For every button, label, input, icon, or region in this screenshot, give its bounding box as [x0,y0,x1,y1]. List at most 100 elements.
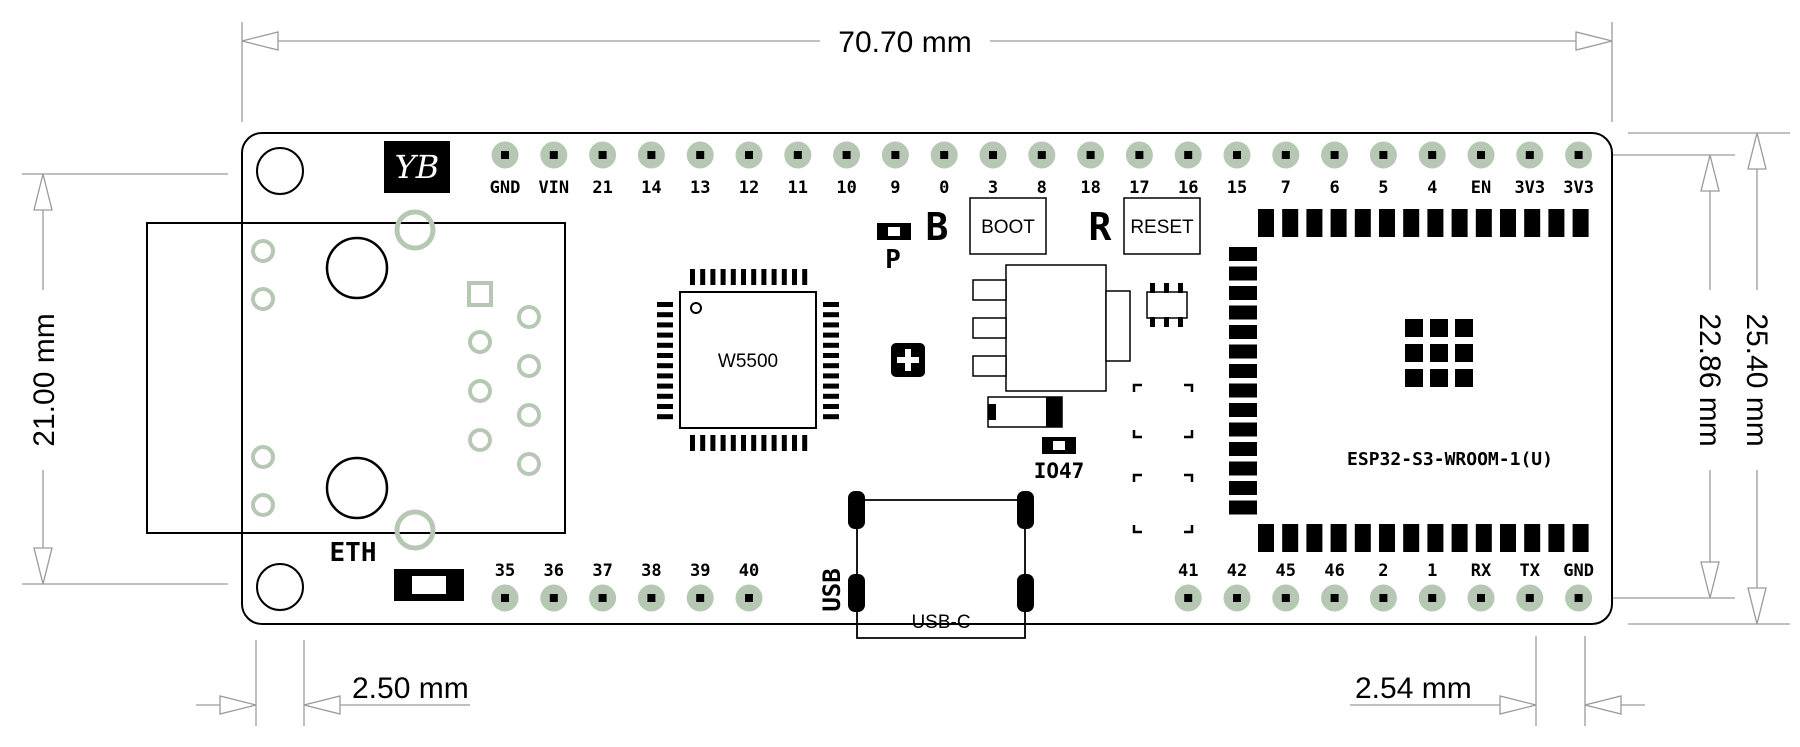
w5500-body [679,291,817,429]
top-pin-label: 18 [1080,178,1100,198]
top-pin: 3 [979,141,1007,198]
usbc-label: USB-C [911,612,970,633]
mounting-hole-bottom [256,563,304,611]
bottom-pin-label: 39 [690,561,710,581]
bottom-pin-label: 45 [1276,561,1296,581]
top-pin-label: 16 [1178,178,1198,198]
top-pin: 11 [784,141,812,198]
reset-button[interactable]: R RESET [1089,197,1201,255]
power-led: P [877,223,911,275]
pin-pitch-dimension: 2.54 mm [1350,636,1645,726]
power-led-label: P [885,245,901,275]
bottom-right-pin: RX [1467,561,1495,612]
top-pin-label: 0 [939,178,949,198]
voltage-regulator [972,264,1131,392]
top-pin: 14 [637,141,665,198]
bottom-pin-label: 38 [641,561,661,581]
bottom-pin-header: 35 36 37 38 39 40 41 42 45 46 2 1 RX TX GND [491,561,1594,612]
top-pin: 3V3 [1514,141,1545,198]
top-pin-label: 21 [592,178,612,198]
bottom-pin-label: 46 [1324,561,1344,581]
diode [987,396,1063,428]
top-pin-label: VIN [538,178,569,198]
bottom-pin-label: 36 [544,561,564,581]
bottom-right-pin: 2 [1369,561,1397,612]
reset-label: RESET [1130,217,1194,238]
top-pin-label: 7 [1281,178,1291,198]
pin-pitch-label: 2.54 mm [1355,672,1472,705]
bottom-right-pin: 45 [1272,561,1300,612]
top-pin-label: GND [490,178,521,198]
bottom-left-pin: 39 [686,561,714,612]
bottom-pin-label: GND [1563,561,1594,581]
bottom-pin-label: TX [1520,561,1541,581]
top-pin-label: 15 [1227,178,1247,198]
w5500-chip: W5500 [657,269,839,451]
width-dimension: 70.70 mm [241,22,1613,122]
bottom-right-pin: 42 [1223,561,1251,612]
outer-height-label: 25.40 mm [1740,313,1773,446]
ethernet-jack-outline [146,222,566,534]
bottom-pin-label: 35 [495,561,515,581]
eth-label: ETH [330,538,377,568]
top-pin: 17 [1125,141,1153,198]
top-pin-label: EN [1471,178,1491,198]
top-pin: 12 [735,141,763,198]
usb-c-connector: USB-C USB [818,491,1034,639]
top-pin: 5 [1369,141,1397,198]
w5500-label: W5500 [718,351,778,372]
top-pin: 7 [1272,141,1300,198]
bottom-right-pin: 46 [1321,561,1349,612]
bottom-pin-label: 40 [739,561,759,581]
top-pin: 21 [589,141,617,198]
bottom-right-pin: 41 [1174,561,1202,612]
bottom-pin-label: 37 [592,561,612,581]
top-pin-label: 3 [988,178,998,198]
top-pin-label: 6 [1329,178,1339,198]
top-pin-label: 13 [690,178,710,198]
bottom-right-pin: TX [1516,561,1544,612]
outer-height-dimension: 25.40 mm [1628,132,1790,625]
bottom-pin-label: 42 [1227,561,1247,581]
reset-marker: R [1089,205,1112,249]
io47-led-label: IO47 [1034,459,1085,483]
top-pin-label: 5 [1378,178,1388,198]
bottom-left-pin: 35 [491,561,519,612]
top-pin: 3V3 [1563,141,1594,198]
top-pin-label: 17 [1129,178,1149,198]
bottom-right-pin: 1 [1418,561,1446,612]
top-pin: 10 [833,141,861,198]
bottom-pin-label: 1 [1427,561,1437,581]
edge-offset-label: 2.50 mm [352,672,469,705]
top-pin-label: 14 [641,178,661,198]
top-pin: 4 [1418,141,1446,198]
module-label: ESP32-S3-WROOM-1(U) [1347,449,1553,470]
bottom-left-pin: 36 [540,561,568,612]
top-pin: 15 [1223,141,1251,198]
io47-led: IO47 [1034,437,1085,483]
eth-height-dimension: 21.00 mm [22,173,228,585]
top-pin: GND [490,141,521,198]
top-pin: VIN [538,141,569,198]
usb-label: USB [818,568,846,611]
footprint-corner-marks [1132,383,1194,534]
bottom-pin-label: 2 [1378,561,1388,581]
top-pin-label: 10 [836,178,856,198]
board-outline [241,132,1613,625]
smd-capacitor [394,569,464,601]
edge-offset-dimension: 2.50 mm [196,640,470,726]
top-pin: 8 [1028,141,1056,198]
top-pin-label: 9 [890,178,900,198]
boot-label: BOOT [981,217,1035,238]
top-pin: 13 [686,141,714,198]
bottom-left-pin: 37 [589,561,617,612]
bottom-right-pin: GND [1563,561,1594,612]
top-pin-label: 3V3 [1563,178,1594,198]
top-pin-label: 11 [788,178,808,198]
boot-button[interactable]: B BOOT [926,197,1047,255]
eth-height-label: 21.00 mm [28,313,61,446]
width-label: 70.70 mm [838,26,971,59]
top-pin: 16 [1174,141,1202,198]
